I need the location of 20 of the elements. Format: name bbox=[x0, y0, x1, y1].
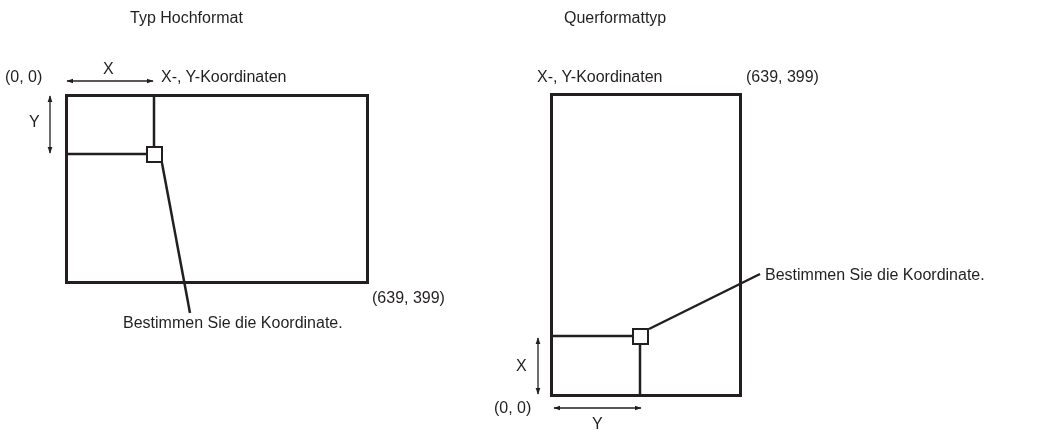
position-marker bbox=[146, 146, 163, 163]
axis-label: (0, 0) bbox=[5, 67, 43, 87]
axis-label: X-, Y-Koordinaten bbox=[537, 67, 663, 87]
leader-line bbox=[160, 162, 192, 314]
axis-label: Y bbox=[29, 112, 40, 132]
panel-title: Typ Hochformat bbox=[130, 8, 243, 28]
axis-label: Y bbox=[592, 414, 603, 430]
screen-frame bbox=[550, 93, 742, 397]
axis-label: (639, 399) bbox=[746, 67, 819, 87]
panel-title: Querformattyp bbox=[564, 8, 667, 28]
callout-text: Bestimmen Sie die Koordinate. bbox=[123, 313, 343, 333]
screen-frame bbox=[65, 94, 369, 284]
axis-label: X bbox=[103, 59, 114, 79]
axis-label: X-, Y-Koordinaten bbox=[161, 67, 287, 87]
leader-line bbox=[648, 272, 761, 331]
axis-label: (639, 399) bbox=[372, 288, 445, 308]
axis-label: (0, 0) bbox=[494, 398, 532, 418]
callout-text: Bestimmen Sie die Koordinate. bbox=[765, 265, 985, 285]
axis-label: X bbox=[516, 356, 527, 376]
position-marker bbox=[632, 328, 649, 345]
